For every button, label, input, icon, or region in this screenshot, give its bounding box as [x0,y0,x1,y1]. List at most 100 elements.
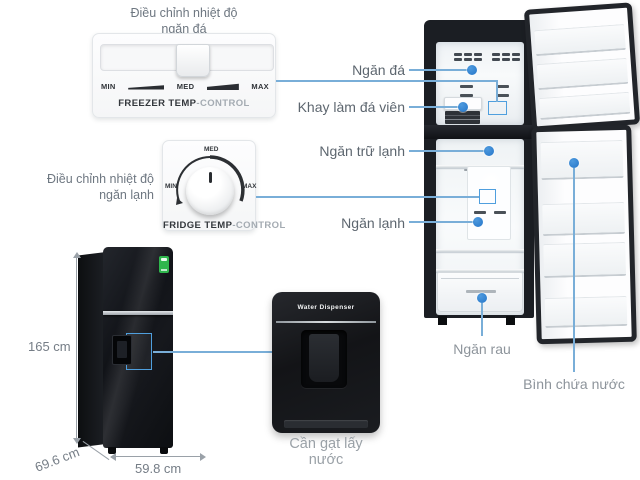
knob-scale-arc-icon [176,155,245,205]
depth-dimension: 69.6 cm [32,444,82,475]
freezer-label-bold: FREEZER TEMP [118,98,197,109]
fridge-control-title-line2: ngăn lạnh [99,187,154,202]
fridge-temp-control-label: FRIDGE TEMP-CONTROL [163,220,285,231]
callout-dot-icon [458,102,468,112]
vent-dash-icon [496,85,509,88]
glass-shelf [436,269,524,272]
callout-label-ngan-tru-lanh: Ngăn trữ lạnh [319,143,405,159]
callout-leader-line [481,303,483,336]
callout-leader-line [409,106,463,108]
vent-dash-icon [460,94,473,97]
callout-dot-icon [569,158,579,168]
freezer-label-light: -CONTROL [196,98,250,109]
arrow-down-icon [73,438,81,444]
door-divider [103,311,173,315]
freezer-control-title-line2: ngăn đá [161,21,207,36]
width-dimension-line [114,456,202,457]
scale-wedge-icon [206,83,239,90]
freezer-slider-track [100,44,274,77]
dispenser-on-door [112,335,132,365]
dispenser-caption: Cần gạt lấy nước [289,436,363,468]
dispenser-recess [301,330,347,388]
fridge-foot [506,316,515,325]
fridge-foot [108,447,116,454]
led-light-icon [480,171,502,193]
fridge-foot [160,447,168,454]
door-bin [543,241,627,279]
callout-dot-icon [467,65,477,75]
vent-grille-icon [454,53,482,61]
arrow-up-icon [73,252,81,258]
callout-leader-line [409,69,472,71]
fridge-label-bold: FRIDGE TEMP [163,220,233,231]
vent-grille-icon [492,53,520,61]
freezer-min-label: MIN [101,82,116,91]
callout-leader-line [573,168,575,372]
dispenser-leader-line [153,351,272,353]
callout-label-binh-chua-nuoc: Bình chứa nước [523,376,625,392]
water-tank-bin [540,139,624,181]
knob-med-label: MED [204,146,219,153]
water-dispenser-title: Water Dispenser [297,304,355,311]
freezer-door-open [523,2,640,132]
fridge-control-leader-line [256,196,479,198]
glass-shelf [436,249,524,252]
fridge-foot [438,316,447,325]
freezer-control-title: Điều chỉnh nhiệt độ ngăn đá [92,6,276,37]
knob-max-label: MAX [242,183,257,190]
arrow-left-icon [110,453,116,461]
callout-dot-icon [473,217,483,227]
vent-dash-icon [496,94,509,97]
callout-leader-line [409,150,489,152]
fridge-temp-control-panel: MED MIN MAX FRIDGE TEMP-CONTROL [162,140,285,231]
freezer-med-label: MED [176,82,195,91]
vent-dash-icon [494,211,506,214]
fridge-compartment [436,139,524,315]
freezer-max-label: MAX [251,82,269,91]
freezer-control-title-line1: Điều chỉnh nhiệt độ [130,6,238,20]
knob-indicator-icon [208,172,212,183]
closed-fridge [103,247,173,448]
callout-label-ngan-da: Ngăn đá [352,62,405,78]
dispenser-paddle [309,334,339,382]
chrome-trim [276,321,376,323]
freezer-scale: MIN MED MAX [101,82,269,91]
compartment-divider [424,125,534,139]
height-dimension: 165 cm [28,339,71,354]
callout-label-ngan-lanh: Ngăn lạnh [341,215,405,231]
fridge-label-light: -CONTROL [232,220,286,231]
vent-dash-icon [474,211,486,214]
ice-tray-stack [445,111,480,124]
freezer-control-leader-line [276,80,497,82]
freezer-control-leader-line [496,80,498,102]
callout-dot-icon [484,146,494,156]
freezer-slider-handle [176,44,210,77]
vegetable-drawer [437,272,523,312]
closed-fridge-side [78,252,106,448]
height-dimension-line [76,256,77,440]
scale-wedge-icon [128,85,165,90]
callout-dot-icon [477,293,487,303]
callout-label-ngan-rau: Ngăn rau [453,341,511,357]
open-fridge-cabinet [424,20,534,325]
fridge-temp-knob [186,167,234,215]
fridge-control-highlight-box [479,189,496,204]
knob-min-label: MIN [165,183,177,190]
vent-dash-icon [460,85,473,88]
callout-label-khay-lam-da-vien: Khay làm đá viên [297,99,405,115]
fridge-control-title: Điều chỉnh nhiệt độ ngăn lạnh [20,172,154,203]
door-bin [542,201,625,237]
freezer-compartment [436,42,524,125]
energy-label [159,256,169,273]
door-bin [544,295,628,329]
dispenser-tray [284,420,368,428]
callout-leader-line [409,221,478,223]
fridge-door-open [531,124,637,345]
freezer-temp-control-label: FREEZER TEMP-CONTROL [93,98,275,109]
water-dispenser-closeup: Water Dispenser [272,292,380,433]
arrow-right-icon [200,453,206,461]
width-dimension: 59.8 cm [135,461,182,476]
freezer-temp-control-panel: MIN MED MAX FREEZER TEMP-CONTROL [92,33,276,118]
freezer-control-highlight-box [488,101,507,115]
